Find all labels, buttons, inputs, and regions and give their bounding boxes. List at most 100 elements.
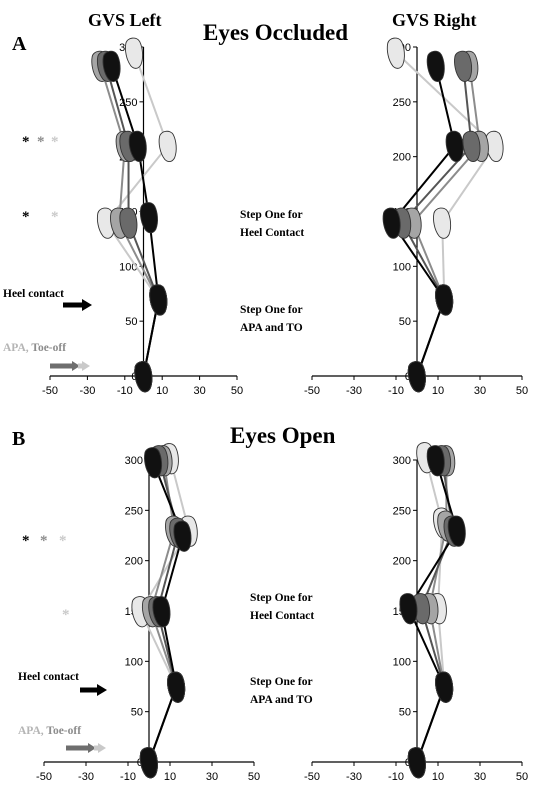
footprint-shape <box>433 207 452 239</box>
footprint-shape <box>125 37 144 69</box>
footprint-shape <box>102 50 121 82</box>
x-tick-label: 30 <box>474 385 486 397</box>
asterisk-gray: * <box>40 533 48 549</box>
footprint-light <box>386 37 405 69</box>
y-tick-label: 250 <box>125 505 143 517</box>
step-one-apa-line1: Step One for <box>250 676 313 688</box>
step-one-heel-line2: Heel Contact <box>250 610 314 622</box>
y-tick-label: 0 <box>405 371 411 383</box>
panel-a-label: A <box>12 33 27 55</box>
footprint-black <box>167 671 186 703</box>
y-tick-label: 0 <box>131 371 137 383</box>
footprint-shape <box>139 747 158 779</box>
heel-contact-arrow <box>80 684 107 696</box>
footprint-dark <box>454 50 473 82</box>
footprint-shape <box>407 747 426 779</box>
footprint-shape <box>399 593 418 625</box>
footprint-light <box>125 37 144 69</box>
footprint-black <box>144 447 163 479</box>
footprint-black <box>382 207 401 239</box>
asterisk-black: * <box>22 533 30 549</box>
x-tick-label: -10 <box>117 385 133 397</box>
y-tick-label: 50 <box>399 316 411 328</box>
x-tick-label: -30 <box>78 771 94 783</box>
footprint-black <box>134 361 153 393</box>
footprint-shape <box>144 447 163 479</box>
asterisk-light: * <box>51 209 59 225</box>
toe-off-label: Toe-off <box>46 725 81 737</box>
x-tick-label: -10 <box>388 385 404 397</box>
footprint-shape <box>435 284 454 316</box>
footprint-black <box>445 130 464 162</box>
asterisk-black: * <box>22 209 30 225</box>
x-tick-label: 50 <box>516 771 528 783</box>
footprint-black <box>399 593 418 625</box>
footprint-shape <box>152 596 171 628</box>
x-tick-label: 10 <box>156 385 168 397</box>
y-tick-label: 300 <box>125 455 143 467</box>
asterisk-light: * <box>51 134 59 150</box>
x-tick-label: 30 <box>474 771 486 783</box>
footprint-shape <box>386 37 405 69</box>
y-tick-label: 50 <box>399 707 411 719</box>
y-tick-label: 200 <box>393 152 411 164</box>
footprint-black <box>407 361 426 393</box>
footprint-shape <box>382 207 401 239</box>
step-one-heel-line2: Heel Contact <box>240 227 304 239</box>
apa-label: APA <box>18 725 41 737</box>
x-tick-label: 50 <box>231 385 243 397</box>
x-tick-label: 10 <box>432 385 444 397</box>
footprint-shape <box>167 671 186 703</box>
apa-toe-off-label: APA, Toe-off <box>18 725 81 737</box>
plots-layer: 050100150200250300-50-30-101030500501001… <box>36 37 528 783</box>
legend-separator: , <box>41 725 47 737</box>
x-tick-label: -50 <box>42 385 58 397</box>
footprint-shape <box>134 361 153 393</box>
y-tick-label: 50 <box>125 316 137 328</box>
footprint-black <box>139 202 158 234</box>
gvs-left-title: GVS Left <box>88 10 162 30</box>
footprint-black <box>152 596 171 628</box>
apa-toe-off-arrow <box>66 743 106 753</box>
asterisk-gray: * <box>37 134 45 150</box>
asterisk-light: * <box>62 607 70 623</box>
y-tick-label: 50 <box>131 707 143 719</box>
step-one-heel-line1: Step One for <box>250 592 313 604</box>
y-tick-label: 300 <box>393 455 411 467</box>
x-tick-label: 30 <box>206 771 218 783</box>
heel-contact-label: Heel contact <box>3 288 64 300</box>
footprint-shape <box>128 130 147 162</box>
heel-contact-label: Heel contact <box>18 671 79 683</box>
footprint-light <box>158 130 177 162</box>
footprint-shape <box>454 50 473 82</box>
footprint-black <box>447 515 466 547</box>
x-tick-label: 10 <box>432 771 444 783</box>
footprint-shape <box>149 284 168 316</box>
footprint-shape <box>426 50 445 82</box>
x-tick-label: 50 <box>248 771 260 783</box>
x-tick-label: -50 <box>304 771 320 783</box>
footprint-shape <box>173 520 192 552</box>
step-one-heel-line1: Step One for <box>240 209 303 221</box>
footprint-light <box>433 207 452 239</box>
footprint-black <box>435 284 454 316</box>
toe-off-label: Toe-off <box>31 342 66 354</box>
x-tick-label: 30 <box>193 385 205 397</box>
footprint-black <box>128 130 147 162</box>
y-tick-label: 100 <box>393 656 411 668</box>
footprint-black <box>407 747 426 779</box>
x-tick-label: -30 <box>346 771 362 783</box>
step-one-apa-line2: APA and TO <box>250 694 313 706</box>
y-tick-label: 200 <box>125 556 143 568</box>
footprint-dark <box>119 207 138 239</box>
y-tick-label: 250 <box>393 505 411 517</box>
footprint-shape <box>435 671 454 703</box>
y-tick-label: 200 <box>393 556 411 568</box>
legend-separator: , <box>26 342 32 354</box>
x-tick-label: -30 <box>346 385 362 397</box>
heel-contact-arrow <box>63 299 92 311</box>
y-tick-label: 100 <box>393 261 411 273</box>
